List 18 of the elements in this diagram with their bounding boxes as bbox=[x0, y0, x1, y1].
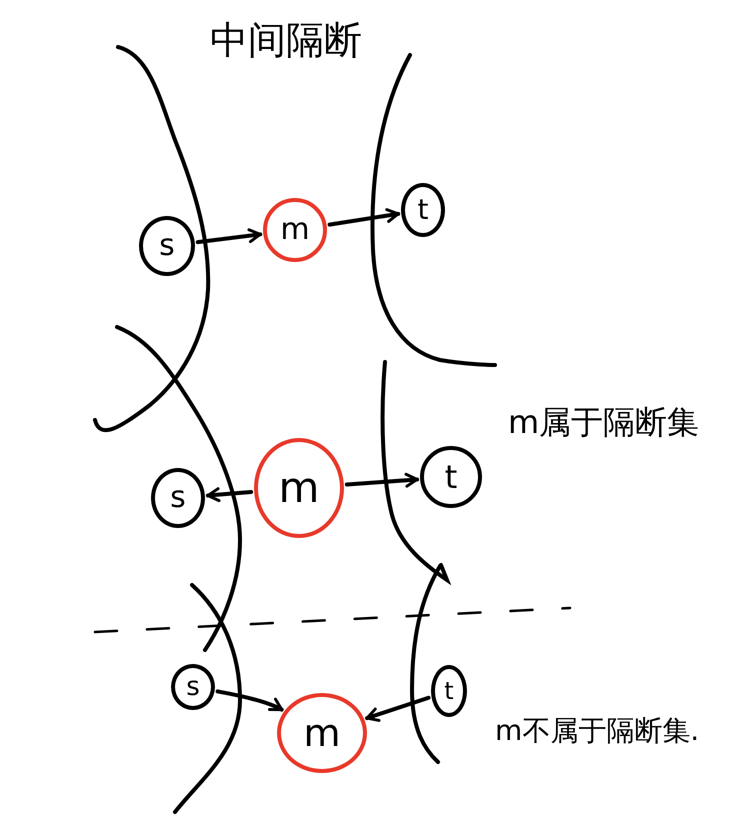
vertex-circle: t bbox=[420, 446, 482, 508]
vertex-circle: t bbox=[401, 183, 445, 237]
vertex-circle: s bbox=[151, 468, 205, 528]
vertex-circle: m bbox=[277, 693, 367, 773]
arrow bbox=[206, 487, 254, 502]
vertex-circle: m bbox=[263, 198, 327, 262]
arrow bbox=[328, 208, 400, 227]
vertex-circle: t bbox=[431, 665, 467, 717]
handwritten-note: m不属于隔断集. bbox=[495, 716, 700, 747]
arrow bbox=[344, 472, 420, 488]
arrow bbox=[216, 689, 284, 712]
vertex-circle: s bbox=[139, 216, 195, 276]
handwritten-note: 中间隔断 bbox=[210, 20, 362, 62]
arrow bbox=[196, 228, 262, 244]
vertex-circle: s bbox=[171, 664, 215, 710]
arrow bbox=[365, 696, 431, 722]
vertex-circle: m bbox=[254, 438, 344, 538]
handwritten-note: m属于隔断集 bbox=[508, 405, 700, 440]
